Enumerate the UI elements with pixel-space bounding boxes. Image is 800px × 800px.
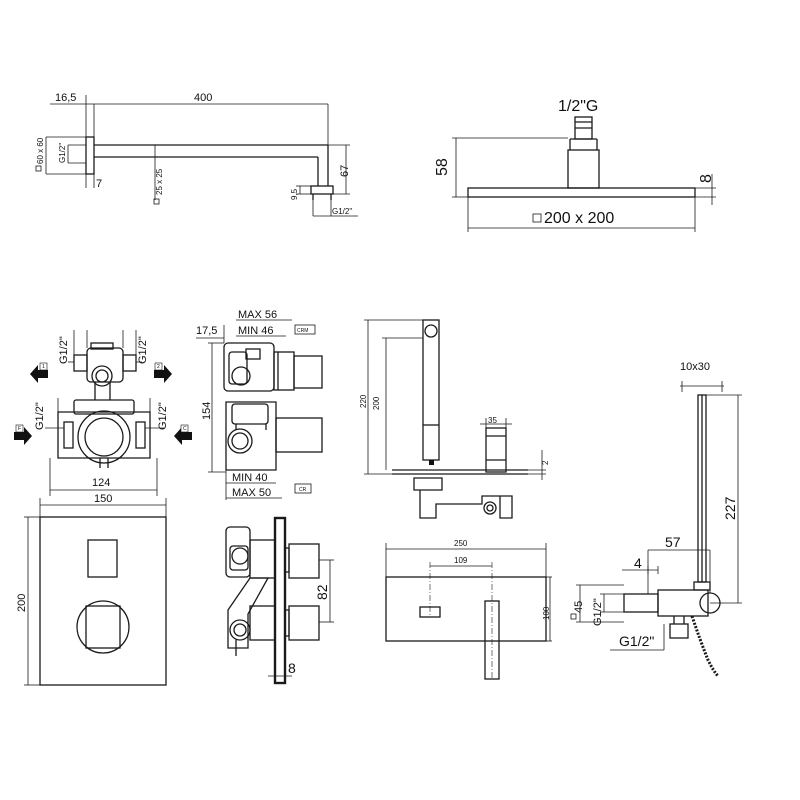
valve-dim-top-right: G1/2" xyxy=(137,336,149,364)
hand-dim-227: 227 xyxy=(722,496,738,520)
arm-dim-plate: 60 x 60 xyxy=(36,137,45,164)
arm-dim-end-height: 9,5 xyxy=(290,188,299,200)
spout-top-dim-109: 109 xyxy=(454,556,468,565)
plate-side-dim-8: 8 xyxy=(288,660,296,676)
spout-top-dim-250: 250 xyxy=(454,539,468,548)
spout-dim-35: 35 xyxy=(488,416,497,425)
valve-dim-mid-left: G1/2" xyxy=(34,402,46,430)
cover-plate-front-view: 150 200 xyxy=(16,493,167,686)
head-dim-thickness: 8 xyxy=(698,174,715,183)
arm-dim-section: 25 x 25 xyxy=(155,168,164,195)
outlet-1-arrow xyxy=(30,365,48,383)
valve-side-dim-height: 154 xyxy=(201,402,213,420)
arm-dim-drop: 67 xyxy=(339,165,351,177)
spout-top-view: 250 109 100 xyxy=(385,539,552,680)
arm-dim-thread-in: G1/2" xyxy=(58,143,67,163)
hand-dim-thread2: G1/2" xyxy=(619,633,654,649)
hand-dim-57: 57 xyxy=(665,534,681,550)
plate-side-dim-82: 82 xyxy=(314,584,330,600)
hand-dim-45: 45 xyxy=(573,601,585,613)
valve-side-dim-min: MIN 46 xyxy=(238,325,273,337)
shower-head-view: 1/2"G 58 8 200 x 200 xyxy=(434,98,716,232)
hand-dim-4: 4 xyxy=(634,555,642,571)
valve-side-dim-max-b: MAX 50 xyxy=(232,487,271,499)
valve-side-dim-offset: 17,5 xyxy=(196,325,217,337)
port-in-left-label: F xyxy=(18,426,21,432)
arm-dim-plate-thickness: 7 xyxy=(96,178,102,190)
arm-dim-length: 400 xyxy=(194,92,212,104)
port-2-label: 2 xyxy=(157,364,160,370)
valve-dim-width: 124 xyxy=(92,477,110,489)
spout-top-dim-100: 100 xyxy=(542,606,551,620)
head-dim-height: 58 xyxy=(434,158,451,176)
port-in-right-label: C xyxy=(183,426,187,432)
outlet-2-arrow xyxy=(154,365,172,383)
valve-side-view: 17,5 MAX 56 MIN 46 CRM 154 MIN 40 MAX 50… xyxy=(196,309,323,500)
shower-arm-view: 16,5 400 60 x 60 G1/2" 7 25 x 25 9,5 67 xyxy=(35,92,358,217)
spout-side-view: 220 200 35 2 xyxy=(359,319,550,519)
valve-dim-top-left: G1/2" xyxy=(58,336,70,364)
valve-side-tag-top: CRM xyxy=(297,328,308,334)
hand-dim-thread1: G1/2" xyxy=(592,598,604,626)
valve-front-view: G1/2" G1/2" G1/2" G1/2" 124 1 2 F C xyxy=(14,330,192,496)
valve-side-dim-max: MAX 56 xyxy=(238,309,277,321)
spout-dim-200: 200 xyxy=(372,396,381,410)
port-1-label: 1 xyxy=(42,364,45,370)
arm-dim-thread-out: G1/2" xyxy=(332,207,352,216)
valve-side-dim-min-b: MIN 40 xyxy=(232,472,267,484)
valve-dim-mid-right: G1/2" xyxy=(157,402,169,430)
hand-dim-size: 10x30 xyxy=(680,361,710,373)
head-dim-size: 200 x 200 xyxy=(544,210,614,227)
valve-side-tag-bottom: CR xyxy=(299,487,307,493)
plate-dim-width: 150 xyxy=(94,493,112,505)
head-dim-thread: 1/2"G xyxy=(558,98,598,115)
plate-dim-height: 200 xyxy=(16,594,28,612)
inlet-right-arrow xyxy=(174,427,192,445)
spout-dim-220: 220 xyxy=(359,394,368,408)
spout-dim-2: 2 xyxy=(541,460,550,465)
arm-dim-offset: 16,5 xyxy=(55,92,76,104)
hand-shower-view: 10x30 227 57 4 45 G1/2" G1/2" xyxy=(570,361,742,678)
cover-plate-side-view: 82 8 xyxy=(225,516,334,685)
inlet-left-arrow xyxy=(14,427,32,445)
